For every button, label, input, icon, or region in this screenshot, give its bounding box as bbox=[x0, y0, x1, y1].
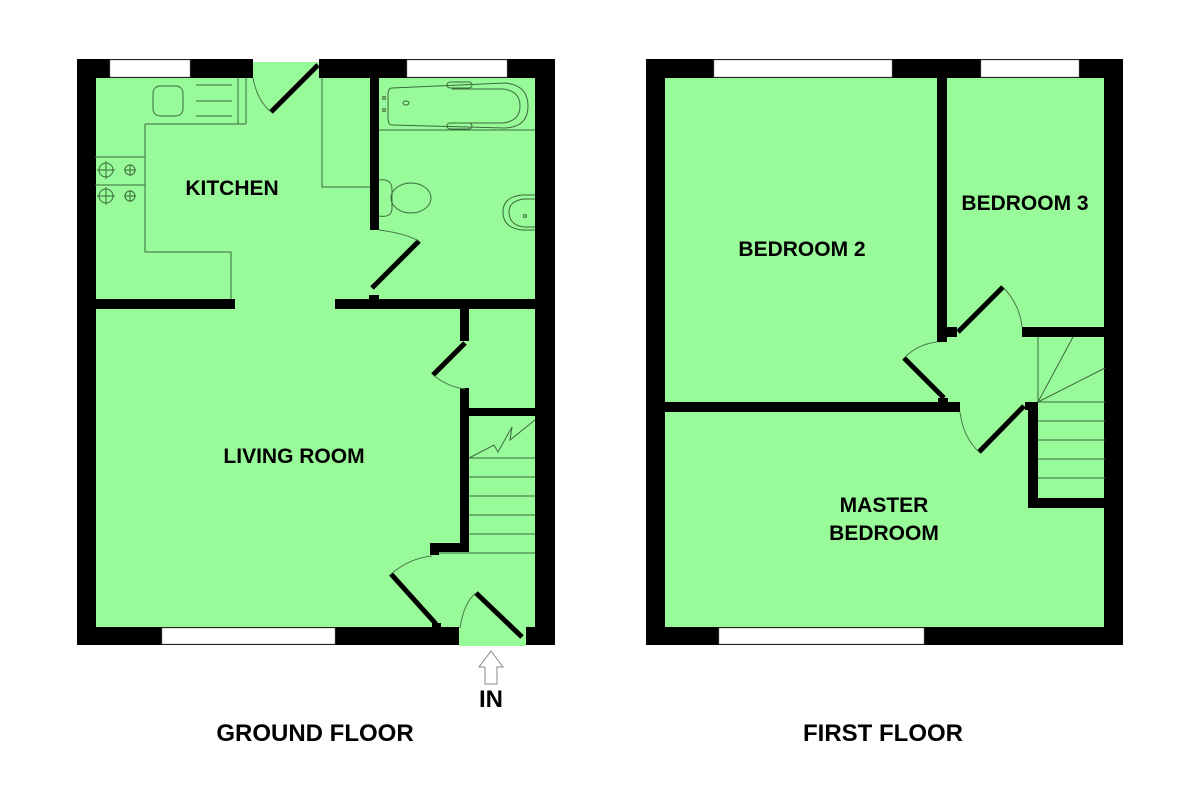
room-label-kitchen: KITCHEN bbox=[185, 177, 278, 200]
first-floor-plan: BEDROOM 2 BEDROOM 3 MASTER BEDROOM FIRST… bbox=[646, 59, 1123, 747]
sink-icon bbox=[152, 78, 239, 124]
window bbox=[161, 627, 336, 645]
first-interior-walls bbox=[664, 78, 1105, 508]
room-label-master-line2: BEDROOM bbox=[829, 522, 939, 545]
stairs-icon bbox=[1037, 336, 1106, 479]
window bbox=[109, 59, 191, 78]
ground-doors bbox=[252, 63, 524, 639]
toilet-icon bbox=[378, 179, 432, 217]
basin-icon bbox=[502, 194, 535, 231]
ground-interior-walls bbox=[95, 78, 535, 628]
floor-title-ground: GROUND FLOOR bbox=[216, 720, 413, 747]
window bbox=[718, 627, 925, 645]
first-floor-fill bbox=[664, 78, 1105, 627]
room-label-bedroom-2: BEDROOM 2 bbox=[738, 238, 865, 261]
window bbox=[980, 59, 1080, 78]
entrance-label: IN bbox=[479, 686, 503, 713]
floor-title-first: FIRST FLOOR bbox=[803, 720, 963, 747]
ground-windows bbox=[109, 59, 508, 645]
bath-icon bbox=[382, 81, 529, 130]
first-windows bbox=[713, 59, 1080, 645]
room-label-bedroom-3: BEDROOM 3 bbox=[961, 192, 1088, 215]
window bbox=[406, 59, 508, 78]
room-label-master-line1: MASTER bbox=[840, 494, 929, 517]
window bbox=[713, 59, 893, 78]
entrance-arrow-icon bbox=[478, 650, 504, 685]
bathroom-fixtures bbox=[378, 81, 535, 231]
first-doors bbox=[902, 285, 1026, 454]
ground-floor-plan: IN KITCHEN LIVING ROOM GROUND FLOOR bbox=[77, 59, 555, 747]
room-label-living-room: LIVING ROOM bbox=[223, 445, 364, 468]
hob-icon bbox=[97, 161, 136, 205]
kitchen-units bbox=[95, 78, 370, 299]
stairs-icon bbox=[439, 419, 536, 554]
